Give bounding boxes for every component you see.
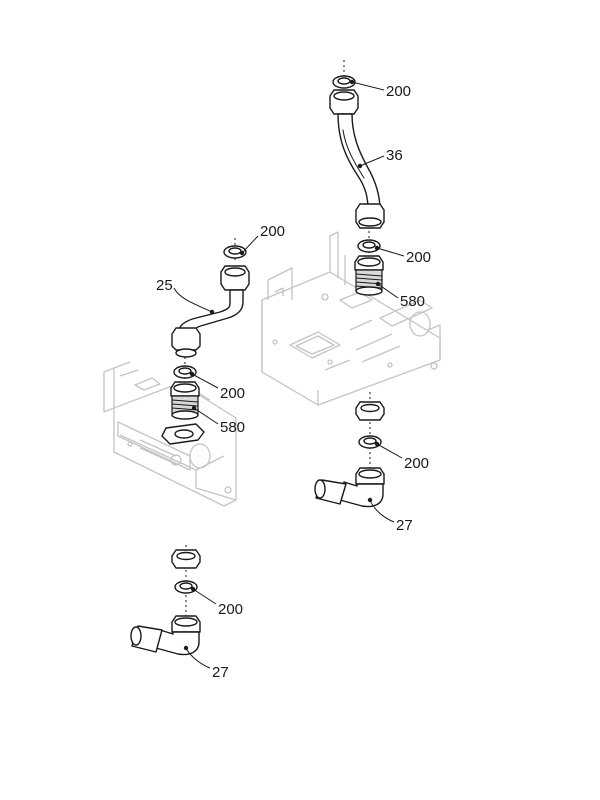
callout-washer-left-upper: 200: [260, 223, 285, 240]
pipe-25: [171, 245, 250, 358]
callout-washer-bottom: 200: [218, 601, 243, 618]
callout-elbow-right: 27: [396, 517, 413, 534]
washer-left-upper: [223, 245, 247, 259]
leader-lines: [173, 79, 405, 669]
callout-pipe-25: 25: [156, 277, 173, 294]
callout-washer-right-lower: 200: [404, 455, 429, 472]
callout-pipe-36: 36: [386, 147, 403, 164]
elbow-27-bottom: [130, 615, 201, 656]
nut-right-lower: [355, 401, 385, 421]
nipple-580-right: [354, 255, 384, 296]
chassis-right-frame: [261, 231, 441, 406]
callout-elbow-bottom: 27: [212, 664, 229, 681]
callout-nipple-left: 580: [220, 419, 245, 436]
chassis-left-frame: [103, 361, 237, 507]
elbow-27-right: [314, 467, 385, 508]
callout-washer-left-lower: 200: [220, 385, 245, 402]
callout-washer-top: 200: [386, 83, 411, 100]
pipe-36: [329, 75, 385, 229]
nut-bottom: [171, 549, 201, 569]
nipple-580-left: [161, 381, 205, 445]
washer-top: [332, 75, 356, 89]
callout-washer-right-upper: 200: [406, 249, 431, 266]
callout-labels: 200 36 200 580 200 25 200 580 200 27 200…: [156, 83, 431, 681]
washer-right-upper: [357, 239, 381, 253]
callout-nipple-right: 580: [400, 293, 425, 310]
